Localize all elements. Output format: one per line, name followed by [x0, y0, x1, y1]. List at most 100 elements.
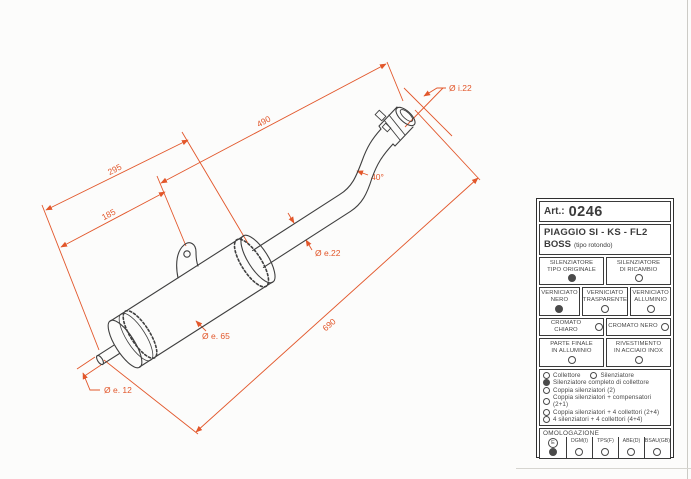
article-row: Art.: 0246 — [539, 201, 671, 222]
configuration-label: 4 silenziatori + 4 collettori (4+4) — [553, 415, 643, 423]
configuration-label: Silenziatore — [600, 371, 635, 379]
finish-option-label: VERNICIATO NERO — [541, 290, 578, 303]
finish-option-cell: CROMATO NERO — [606, 318, 671, 336]
dim-label-body-dia: Ø e. 65 — [202, 331, 230, 341]
configuration-label: Silenziatore completo di collettore — [553, 379, 650, 387]
finish-option-radio[interactable] — [634, 274, 643, 283]
finish-option-label: VERNICIATO ALLUMINIO — [632, 290, 669, 303]
dim-label-185: 185 — [100, 206, 117, 222]
configuration-item: Coppia silenziatori (2) — [543, 386, 616, 394]
finish-option-label: SILENZIATORE DI RICAMBIO — [616, 259, 661, 273]
finish-type-grid: SILENZIATORE TIPO ORIGINALE SILENZIATORE … — [539, 257, 671, 367]
dim-label-tail-dia: Ø e. 12 — [104, 385, 132, 395]
homologation-radio[interactable] — [601, 447, 610, 456]
finish-type-row: SILENZIATORE TIPO ORIGINALE SILENZIATORE … — [539, 257, 671, 285]
finish-option-cell: PARTE FINALE IN ALLUMINIO — [539, 337, 604, 367]
finish-type-row: CROMATO CHIARO CROMATO NERO — [539, 318, 671, 336]
configuration-radio[interactable] — [543, 379, 550, 387]
finish-option-label: CROMATO CHIARO — [550, 320, 582, 333]
finish-option-cell: CROMATO CHIARO — [539, 318, 604, 336]
dim-label-690: 690 — [320, 316, 337, 333]
configuration-row: Coppia silenziatori + compensatori (2+1) — [543, 394, 667, 408]
configuration-item: Silenziatore completo di collettore — [543, 379, 650, 387]
finish-option-radio[interactable] — [600, 304, 609, 313]
finish-option-label: SILENZIATORE TIPO ORIGINALE — [547, 259, 596, 273]
model-row: PIAGGIO SI - KS - FL2 BOSS (tipo rotondo… — [539, 224, 671, 255]
article-label: Art.: — [544, 206, 565, 217]
configuration-label: Coppia silenziatori + 4 collettori (2+4) — [553, 408, 660, 416]
configuration-label: Coppia silenziatori (2) — [553, 386, 616, 394]
configuration-radio[interactable] — [590, 371, 598, 379]
dim-label-angle: 40° — [371, 172, 384, 182]
dimension-lines — [41, 61, 481, 435]
article-number: 0246 — [568, 203, 603, 220]
homologation-column: TPS(F) — [591, 436, 618, 458]
finish-option-radio[interactable] — [646, 304, 655, 313]
homologation-column: E — [540, 437, 566, 458]
finish-option-cell: VERNICIATO ALLUMINIO — [630, 287, 671, 316]
finish-option-cell: VERNICIATO TRASPARENTE — [581, 287, 629, 316]
configuration-item: Coppia silenziatori + compensatori (2+1) — [543, 394, 667, 408]
series-note: (tipo rotondo) — [573, 242, 613, 249]
configuration-radio[interactable] — [543, 397, 550, 405]
configuration-label: Coppia silenziatori + compensatori (2+1) — [553, 394, 652, 409]
finish-option-label: PARTE FINALE IN ALLUMINIO — [550, 340, 593, 354]
homologation-column: ABE(D) — [617, 436, 644, 458]
finish-option-radio[interactable] — [595, 322, 603, 331]
configuration-item: 4 silenziatori + 4 collettori (4+4) — [543, 415, 643, 423]
finish-option-cell: SILENZIATORE TIPO ORIGINALE — [539, 257, 604, 285]
homologation-radio[interactable] — [548, 447, 557, 456]
configuration-row: Collettore Silenziatore — [543, 371, 667, 379]
homologation-radio[interactable] — [575, 447, 584, 456]
homologation-label: ABE(D) — [622, 437, 641, 444]
configuration-radio[interactable] — [543, 386, 550, 394]
dim-label-pipe-dia: Ø e.22 — [315, 248, 341, 258]
homologation-box: OMOLOGAZIONE E DGM(I) TPS(F) ABE(D)BSAU(GB) — [539, 427, 671, 459]
finish-option-cell: VERNICIATO NERO — [539, 287, 580, 316]
homologation-column: DGM(I) — [565, 436, 592, 458]
configuration-radio[interactable] — [543, 408, 550, 416]
series-name: BOSS — [544, 239, 571, 250]
homologation-label: BSAU(GB) — [644, 437, 670, 444]
homologation-radio[interactable] — [627, 447, 636, 456]
finish-type-row: PARTE FINALE IN ALLUMINIO RIVESTIMENTO IN… — [539, 337, 671, 367]
finish-option-label: VERNICIATO TRASPARENTE — [582, 290, 628, 303]
finish-option-cell: SILENZIATORE DI RICAMBIO — [606, 257, 671, 285]
homologation-radio[interactable] — [653, 447, 662, 456]
dim-label-490: 490 — [255, 113, 272, 129]
configuration-item: Silenziatore — [590, 371, 635, 379]
catalog-info-panel: Art.: 0246 PIAGGIO SI - KS - FL2 BOSS (t… — [536, 198, 674, 459]
homologation-label: E — [547, 437, 558, 448]
configuration-row: Coppia silenziatori + 4 collettori (2+4) — [543, 408, 667, 416]
homologation-label: TPS(F) — [597, 437, 614, 444]
finish-option-cell: RIVESTIMENTO IN ACCIAIO INOX — [606, 337, 671, 367]
model-name: PIAGGIO SI - KS - FL2 — [544, 227, 648, 238]
configuration-label: Collettore — [553, 371, 581, 379]
finish-option-radio[interactable] — [660, 322, 669, 331]
configuration-row: Silenziatore completo di collettore — [543, 379, 667, 387]
dim-label-inlet-dia: Ø i.22 — [449, 83, 472, 93]
configuration-row: Coppia silenziatori (2) — [543, 386, 667, 394]
configuration-radio[interactable] — [543, 415, 550, 423]
muffler-outline — [95, 106, 416, 369]
dim-label-295: 295 — [106, 162, 123, 177]
homologation-columns: E DGM(I) TPS(F) ABE(D)BSAU(GB) — [540, 436, 670, 458]
finish-option-label: RIVESTIMENTO IN ACCIAIO INOX — [614, 340, 663, 354]
finish-option-radio[interactable] — [555, 304, 564, 313]
dimension-labels: 185 295 490 690 40° Ø i.22 Ø e.22 Ø e. 6… — [100, 83, 472, 395]
finish-option-label: CROMATO NERO — [608, 323, 658, 330]
homologation-column: BSAU(GB) — [643, 436, 670, 458]
configuration-item: Coppia silenziatori + 4 collettori (2+4) — [543, 408, 660, 416]
scan-page-edge-bottom — [516, 468, 691, 469]
homologation-title: OMOLOGAZIONE — [543, 429, 600, 437]
homologation-label: DGM(I) — [570, 437, 588, 444]
finish-option-radio[interactable] — [567, 274, 576, 283]
configuration-item: Collettore — [543, 371, 581, 379]
finish-option-radio[interactable] — [567, 355, 576, 364]
configuration-row: 4 silenziatori + 4 collettori (4+4) — [543, 415, 667, 423]
configuration-radio[interactable] — [543, 371, 550, 379]
finish-type-row: VERNICIATO NERO VERNICIATO TRASPARENTE VER… — [539, 287, 671, 316]
finish-option-radio[interactable] — [634, 355, 643, 364]
